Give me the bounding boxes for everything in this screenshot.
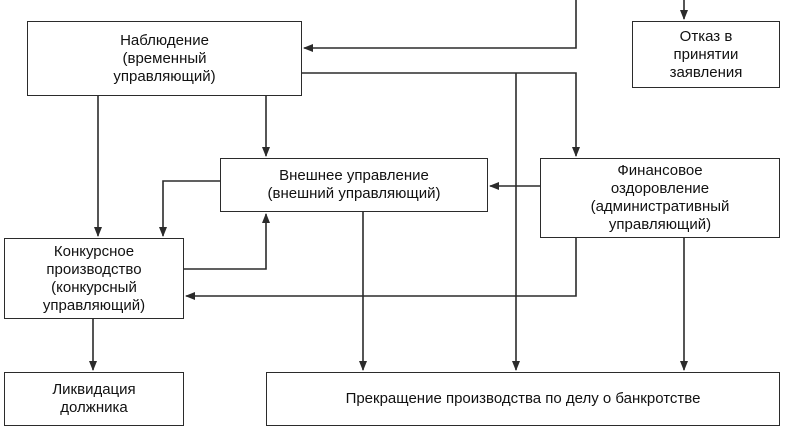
observation-label: Наблюдение (временный управляющий) (113, 31, 216, 85)
termination-box: Прекращение производства по делу о банкр… (266, 372, 780, 426)
external-management-box: Внешнее управление (внешний управляющий) (220, 158, 488, 212)
external-management-label: Внешнее управление (внешний управляющий) (267, 167, 441, 202)
refusal-label: Отказ в принятии заявления (669, 27, 743, 81)
financial-recovery-box: Финансовое оздоровление (административны… (540, 158, 780, 238)
liquidation-box: Ликвидация должника (4, 372, 184, 426)
liquidation-label: Ликвидация должника (52, 381, 136, 416)
arrow-financial-to-bankruptcy (185, 238, 577, 300)
termination-label: Прекращение производства по делу о банкр… (345, 390, 701, 407)
bankruptcy-proceedings-box: Конкурсное производство (конкурсный упра… (4, 238, 184, 319)
arrow-observation-to-financial (302, 72, 580, 157)
refusal-box: Отказ в принятии заявления (632, 21, 780, 88)
arrow-incoming-to-observation (303, 0, 577, 52)
financial-recovery-label: Финансовое оздоровление (административны… (590, 162, 730, 233)
arrow-bankruptcy-to-external (184, 213, 270, 270)
bankruptcy-proceedings-label: Конкурсное производство (конкурсный упра… (42, 242, 146, 314)
observation-box: Наблюдение (временный управляющий) (27, 21, 302, 96)
arrow-external-to-bankruptcy (159, 180, 220, 237)
